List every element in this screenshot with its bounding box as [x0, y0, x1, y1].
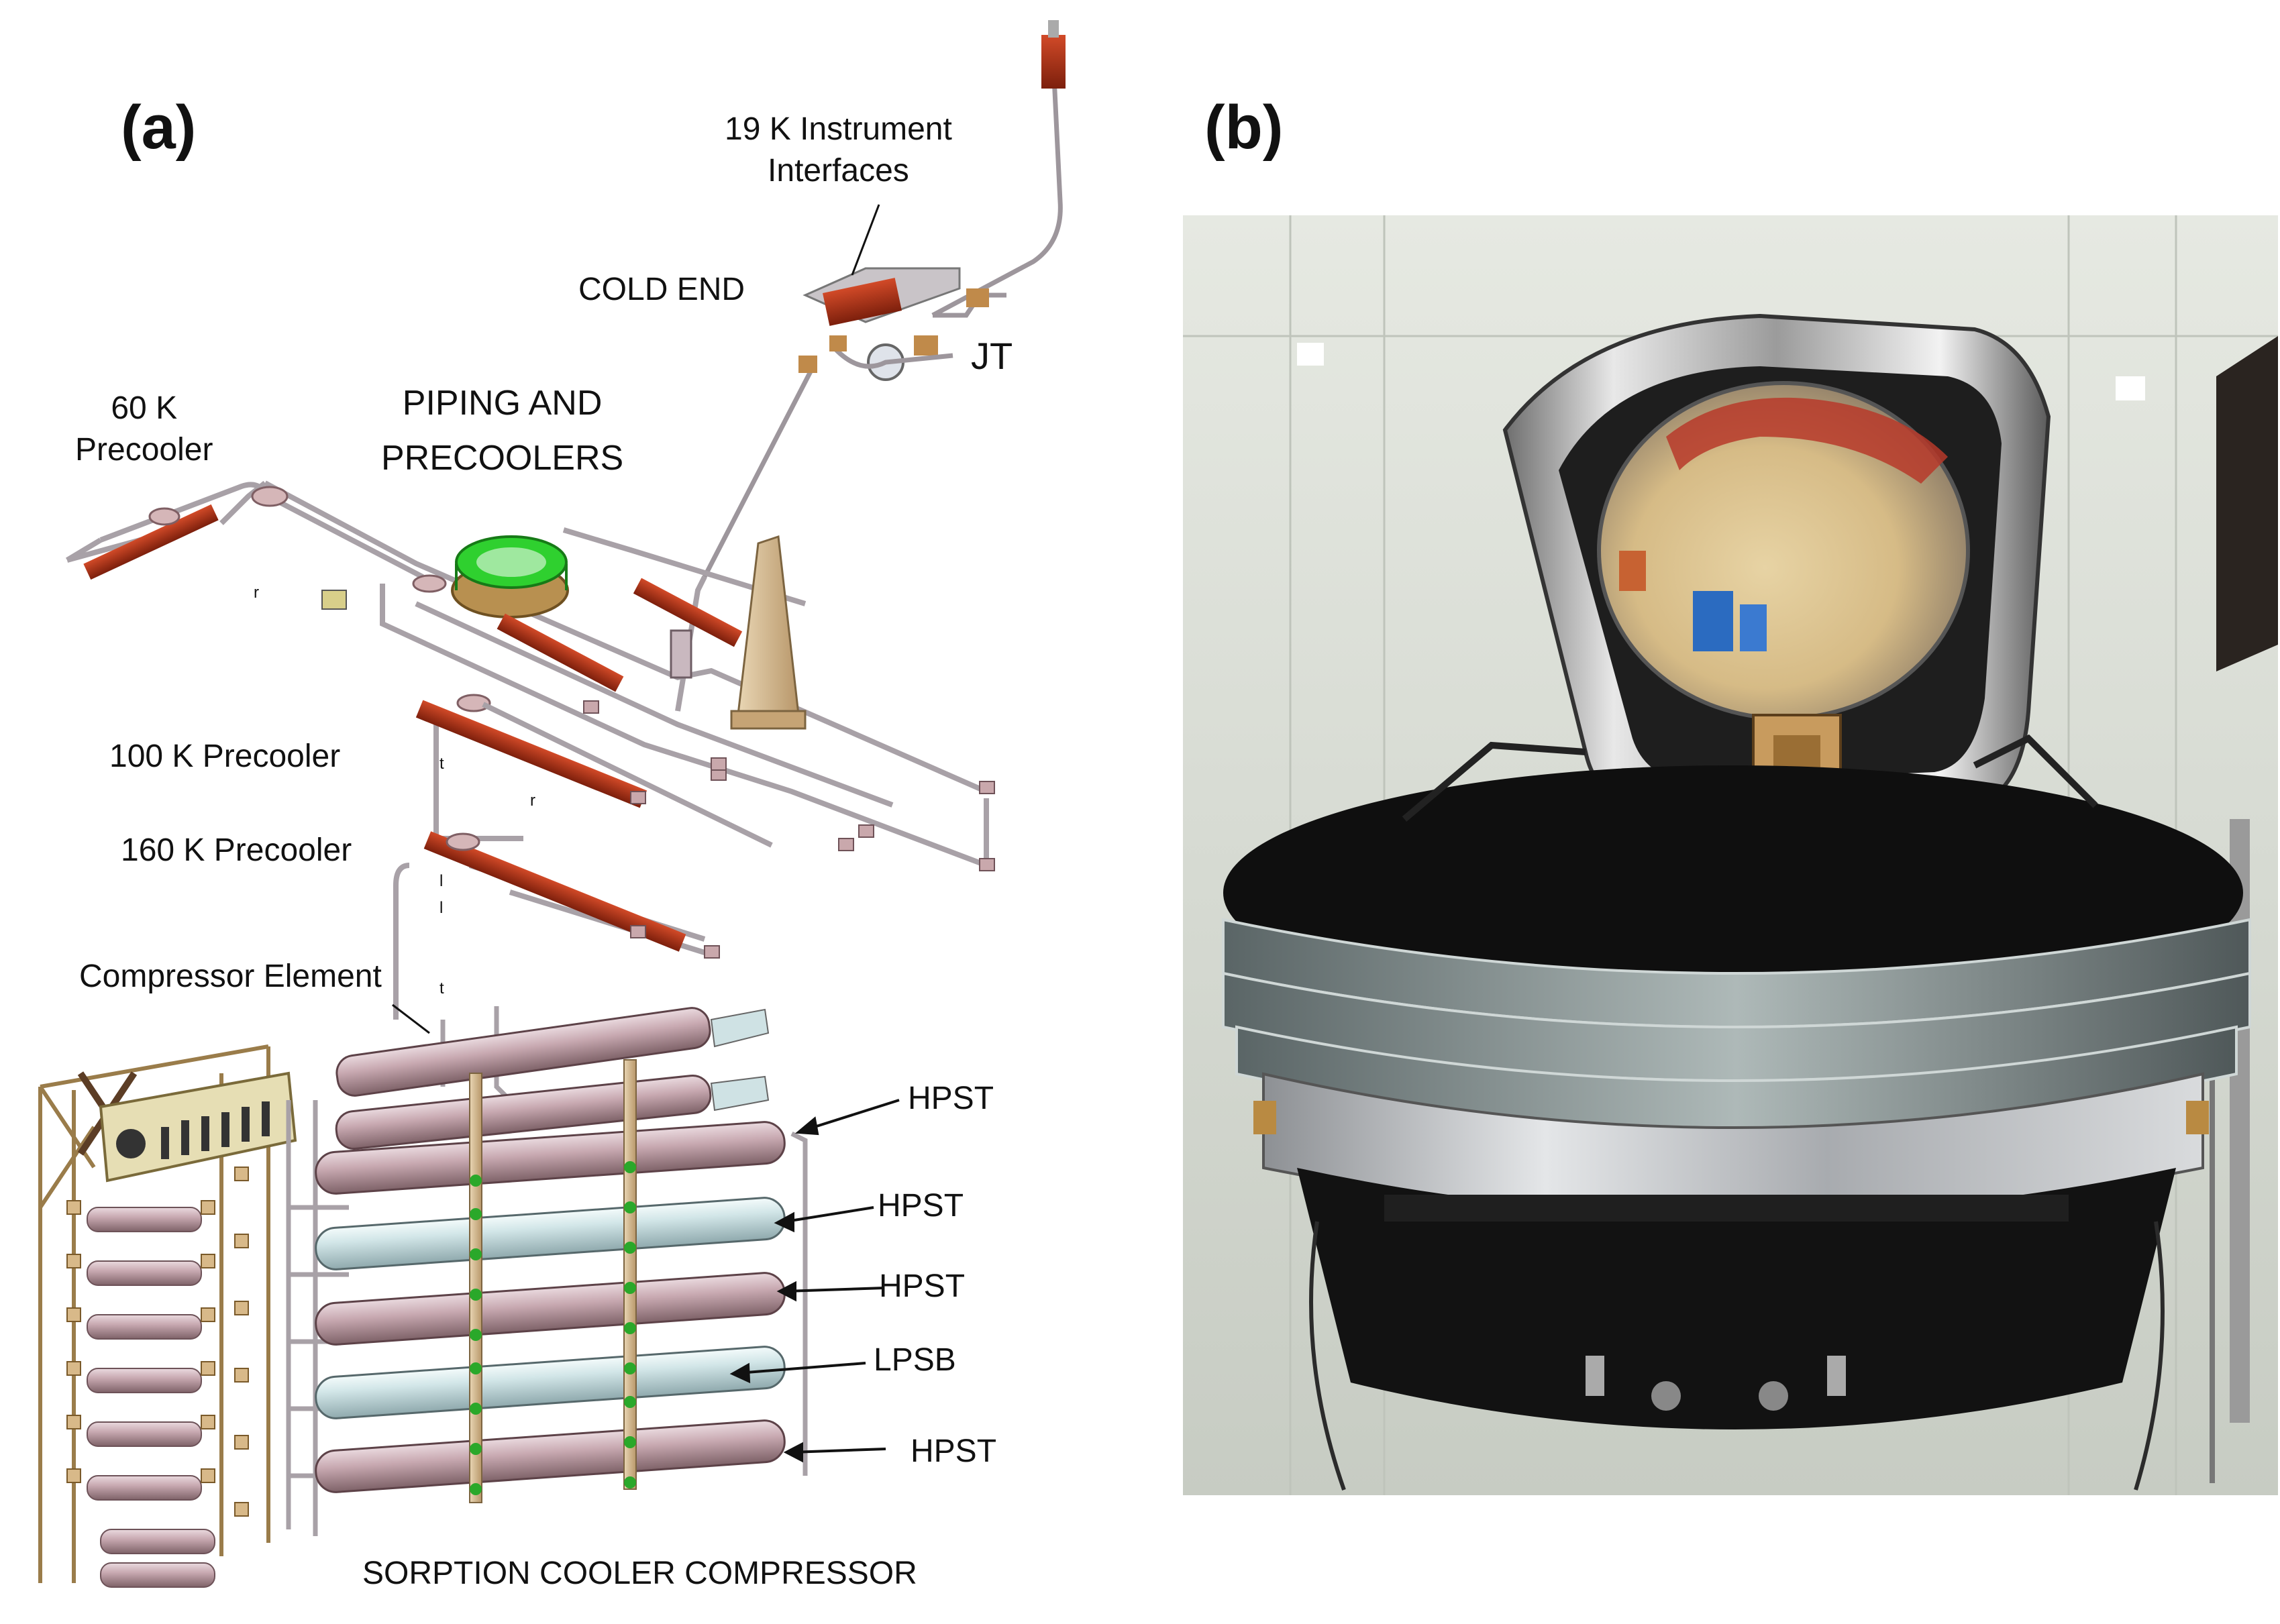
electronics-box — [99, 1071, 297, 1183]
cold-end-assembly — [798, 267, 1006, 381]
sorption-cooler-diagram — [38, 20, 1066, 1588]
precooler-160k-part — [423, 831, 686, 952]
cables — [1309, 1221, 2165, 1491]
tiny-mark-4: l — [439, 872, 444, 890]
pipe-brackets — [583, 700, 995, 959]
label-lpsb: LPSB — [874, 1342, 956, 1378]
label-hpst-4: HPST — [911, 1433, 997, 1469]
label-sorption-cooler-compressor: SORPTION COOLER COMPRESSOR — [362, 1556, 917, 1591]
v-groove-shields — [1222, 918, 2251, 1129]
service-module-body — [1297, 1168, 2176, 1429]
tiny-mark-5: l — [439, 899, 444, 917]
label-piping-and-precoolers: PIPING AND PRECOOLERS — [381, 384, 624, 478]
right-gantry — [2210, 336, 2278, 1483]
label-jt: JT — [971, 335, 1013, 377]
central-precooler-bars — [497, 578, 743, 692]
v-groove-top — [1223, 734, 2243, 1020]
tiny-mark-1: r — [254, 584, 259, 602]
sorption-bed-cylinders — [315, 1121, 786, 1493]
label-hpst-3: HPST — [879, 1268, 966, 1304]
compressor-element-top — [335, 1007, 770, 1150]
label-cold-end: COLD END — [578, 272, 745, 307]
cylinder-row-2 — [315, 1197, 786, 1270]
cylinder-row-3 — [315, 1272, 786, 1346]
cylinder-row-5 — [315, 1419, 786, 1493]
spacecraft-photo — [1183, 215, 2278, 1495]
label-160k-precooler: 160 K Precooler — [121, 832, 352, 868]
precooler-100k-part — [415, 694, 773, 848]
panel-b-letter: (b) — [1204, 93, 1284, 162]
panel-a-letter: (a) — [121, 93, 197, 162]
compressor-element-leader — [392, 1004, 430, 1034]
green-ring-heat-exchanger — [321, 535, 569, 618]
tiny-mark-3: t — [439, 755, 444, 773]
tiny-mark-6: t — [439, 979, 444, 997]
label-compressor-element: Compressor Element — [79, 959, 382, 994]
side-fittings — [1253, 1101, 2209, 1134]
label-instrument-interfaces: 19 K Instrument Interfaces — [725, 111, 952, 188]
label-100k-precooler: 100 K Precooler — [109, 739, 341, 774]
callout-arrows — [729, 1099, 900, 1463]
label-hpst-2: HPST — [878, 1188, 964, 1224]
primary-mirror — [1597, 381, 1970, 720]
precooler-60k-part — [83, 486, 289, 580]
label-hpst-1: HPST — [908, 1081, 994, 1116]
left-small-cylinders — [87, 1207, 215, 1588]
instrument-feed-pipe — [702, 63, 1063, 578]
cylinder-row-4 — [315, 1346, 786, 1419]
green-fasteners — [470, 1161, 636, 1495]
support-tower — [670, 535, 807, 730]
cylinder-row-1 — [315, 1121, 786, 1195]
left-valve-blocks — [66, 1167, 249, 1517]
instrument-interfaces-leader — [851, 204, 880, 276]
label-60k-precooler: 60 K Precooler — [75, 390, 213, 468]
instrument-mount — [1041, 20, 1066, 89]
ceiling-lights — [1297, 343, 2145, 400]
compressor-assembly — [38, 204, 900, 1588]
tiny-mark-2: r — [530, 792, 535, 810]
